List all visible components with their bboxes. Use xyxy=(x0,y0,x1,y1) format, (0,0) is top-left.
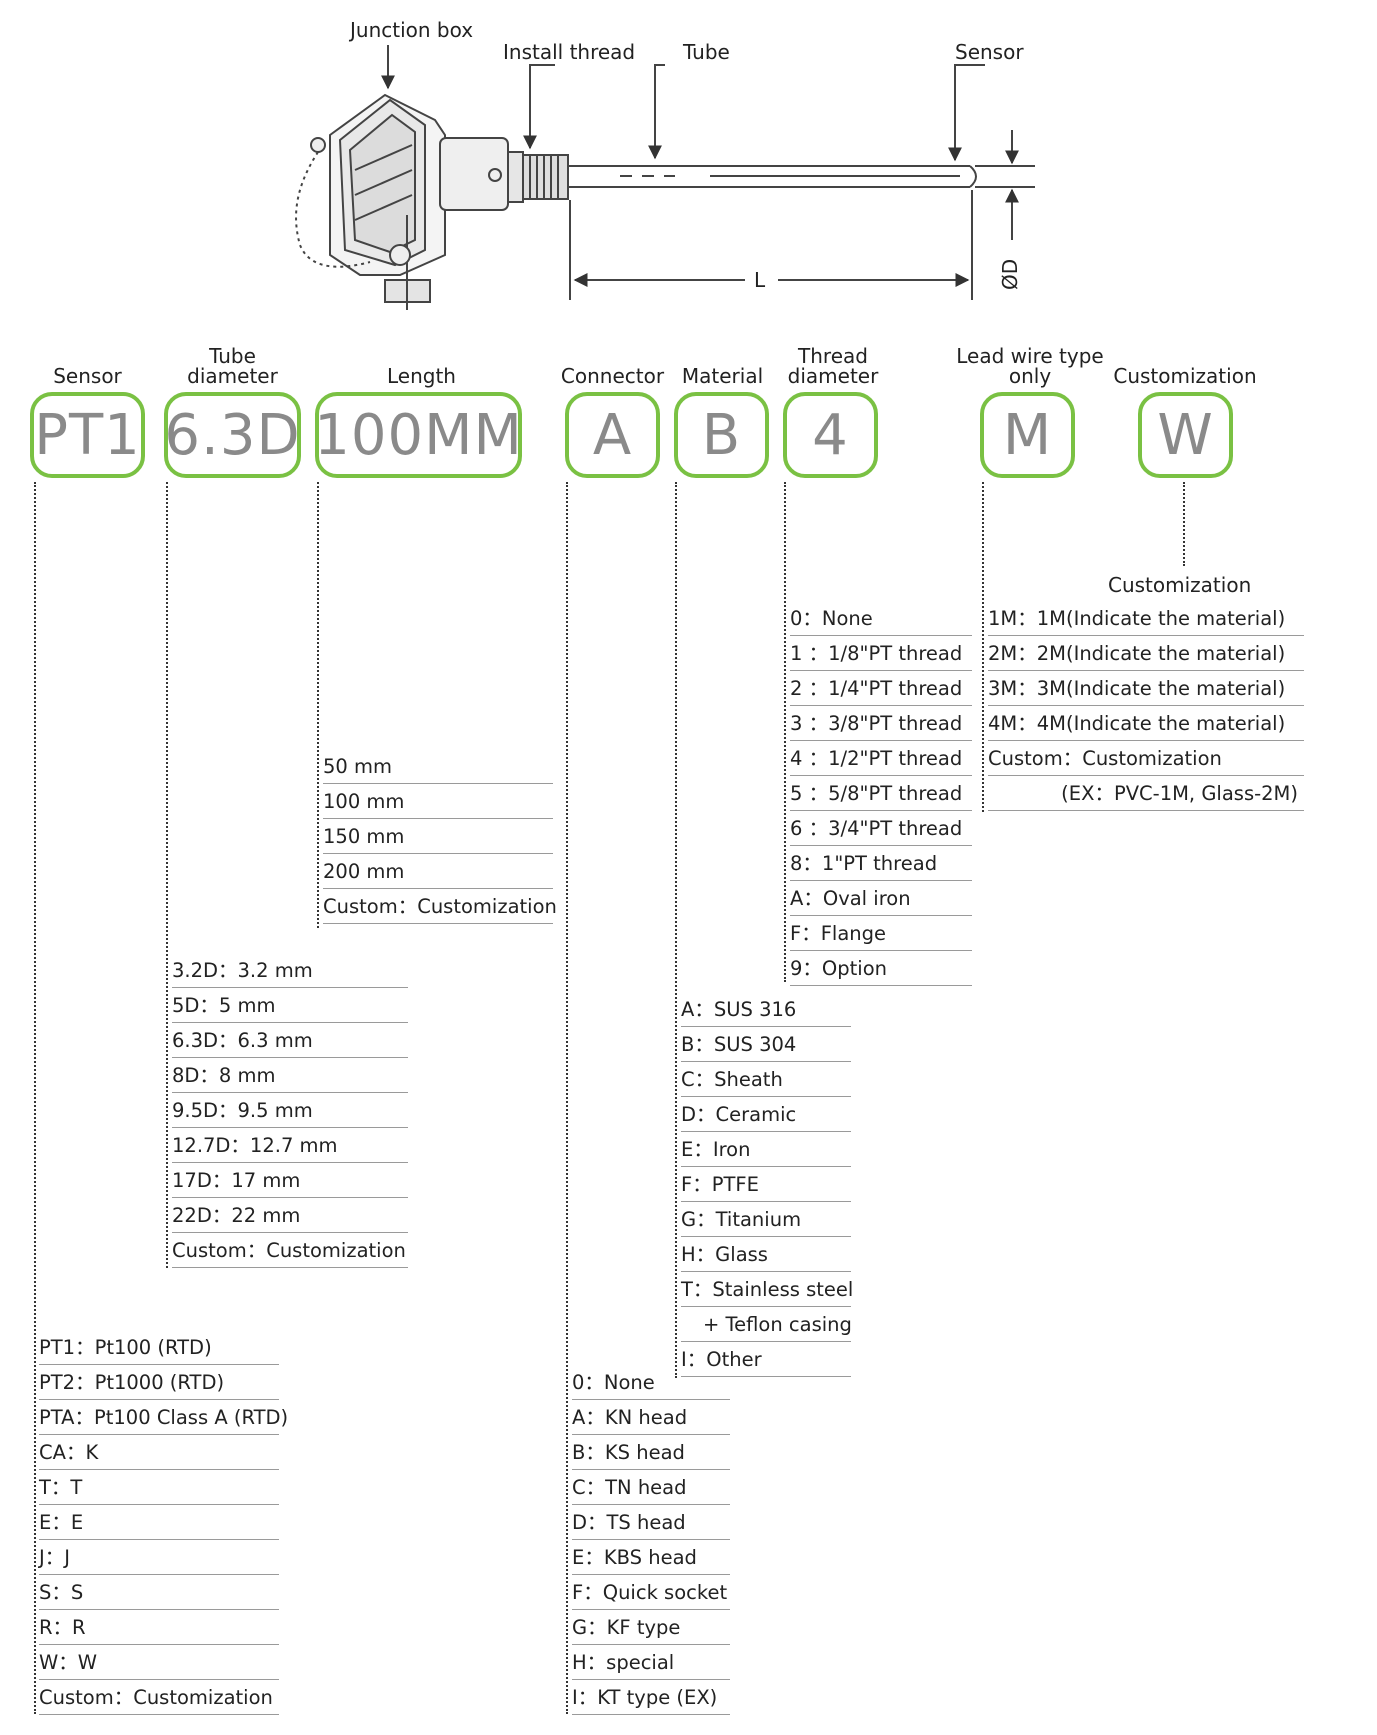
list-item: 1 ：1/8"PT thread xyxy=(790,636,972,671)
list-item: 8D：8 mm xyxy=(172,1058,408,1093)
list-item: 3.2D：3.2 mm xyxy=(172,953,408,988)
list-item: E：KBS head xyxy=(572,1540,730,1575)
connector-line-length xyxy=(317,482,319,928)
code-box-material: B xyxy=(674,392,769,478)
list-item: D：TS head xyxy=(572,1505,730,1540)
list-item: 6.3D：6.3 mm xyxy=(172,1023,408,1058)
list-item: 0：None xyxy=(790,601,972,636)
list-item: W：W xyxy=(39,1645,279,1680)
list-item: E：E xyxy=(39,1505,279,1540)
list-item: 5D：5 mm xyxy=(172,988,408,1023)
list-item: 17D：17 mm xyxy=(172,1163,408,1198)
list-item: 2M：2M(Indicate the material) xyxy=(988,636,1304,671)
header-length: Length xyxy=(387,364,456,388)
list-item: T：T xyxy=(39,1470,279,1505)
thermocouple-drawing xyxy=(295,45,1035,310)
label-diameter-dimension: ØD xyxy=(998,258,1022,290)
label-length-dimension: L xyxy=(754,268,766,292)
list-item: 22D：22 mm xyxy=(172,1198,408,1233)
list-item: 6 ：3/4"PT thread xyxy=(790,811,972,846)
list-item: 8：1"PT thread xyxy=(790,846,972,881)
connector-line-lead xyxy=(982,482,984,812)
list-item: PT2：Pt1000 (RTD) xyxy=(39,1365,279,1400)
tube-shape xyxy=(568,165,977,188)
list-item: Custom：Customization xyxy=(988,741,1304,776)
connector-line-thread xyxy=(784,482,786,982)
list-item: H：special xyxy=(572,1645,730,1680)
customization-title: Customization xyxy=(1108,573,1252,597)
header-lead-wire: Lead wire type only xyxy=(956,344,1104,388)
header-tube-diameter: Tube diameter xyxy=(187,344,278,388)
list-item: 4 ：1/2"PT thread xyxy=(790,741,972,776)
header-material: Material xyxy=(681,364,764,388)
connector-line-connector xyxy=(566,482,568,1714)
list-item: C：Sheath xyxy=(681,1062,851,1097)
code-box-customization: W xyxy=(1138,392,1233,478)
list-item: I：Other xyxy=(681,1342,851,1377)
label-install-thread: Install thread xyxy=(503,40,636,64)
list-item: F：Flange xyxy=(790,916,972,951)
list-item: 9.5D：9.5 mm xyxy=(172,1093,408,1128)
list-item: PTA：Pt100 Class A (RTD) xyxy=(39,1400,288,1435)
list-item: E：Iron xyxy=(681,1132,851,1167)
list-item: H：Glass xyxy=(681,1237,851,1272)
list-item: 100 mm xyxy=(323,784,553,819)
list-item: B：SUS 304 xyxy=(681,1027,851,1062)
list-item: C：TN head xyxy=(572,1470,730,1505)
list-item: 5 ：5/8"PT thread xyxy=(790,776,972,811)
connector-line-sensor xyxy=(34,482,36,1714)
list-item: 50 mm xyxy=(323,749,553,784)
list-item: B：KS head xyxy=(572,1435,730,1470)
code-box-tube-diameter: 6.3D xyxy=(164,392,301,478)
code-box-thread-diameter: 4 xyxy=(783,392,878,478)
list-item: 3 ：3/8"PT thread xyxy=(790,706,972,741)
list-item: Custom：Customization xyxy=(172,1233,408,1268)
list-item: A：KN head xyxy=(572,1400,730,1435)
connector-line-customization xyxy=(1183,482,1185,566)
list-item: G：Titanium xyxy=(681,1202,851,1237)
list-item: F：PTFE xyxy=(681,1167,851,1202)
label-junction-box: Junction box xyxy=(350,18,474,42)
list-item: A：SUS 316 xyxy=(681,992,851,1027)
header-customization: Customization xyxy=(1113,364,1257,388)
list-item: 150 mm xyxy=(323,819,553,854)
list-item: A：Oval iron xyxy=(790,881,972,916)
code-box-sensor: PT1 xyxy=(30,392,145,478)
list-item: 2 ：1/4"PT thread xyxy=(790,671,972,706)
list-item: G：KF type xyxy=(572,1610,730,1645)
junction-box-shape xyxy=(295,93,569,310)
list-item: 0：None xyxy=(572,1365,730,1400)
label-tube: Tube xyxy=(683,40,730,64)
list-item: I：KT type (EX) xyxy=(572,1680,730,1715)
list-item: F：Quick socket xyxy=(572,1575,730,1610)
list-item: T：Stainless steel xyxy=(681,1272,853,1307)
list-item: 3M：3M(Indicate the material) xyxy=(988,671,1304,706)
code-box-lead-wire: M xyxy=(980,392,1075,478)
header-connector: Connector xyxy=(560,364,665,388)
list-item: J：J xyxy=(39,1540,279,1575)
header-sensor: Sensor xyxy=(53,364,122,388)
list-item: (EX：PVC-1M, Glass-2M) xyxy=(988,776,1304,811)
code-box-length: 100MM xyxy=(314,392,522,478)
list-item: 200 mm xyxy=(323,854,553,889)
list-item: + Teflon casing xyxy=(681,1307,852,1342)
list-item: PT1：Pt100 (RTD) xyxy=(39,1330,279,1365)
code-box-connector: A xyxy=(565,392,660,478)
list-item: 9：Option xyxy=(790,951,972,986)
header-thread-diameter: Thread diameter xyxy=(787,344,879,388)
list-item: Custom：Customization xyxy=(323,889,557,924)
list-item: 12.7D：12.7 mm xyxy=(172,1128,408,1163)
list-item: S：S xyxy=(39,1575,279,1610)
list-item: Custom：Customization xyxy=(39,1680,279,1715)
list-item: 1M：1M(Indicate the material) xyxy=(988,601,1304,636)
list-item: 4M：4M(Indicate the material) xyxy=(988,706,1304,741)
list-item: D：Ceramic xyxy=(681,1097,851,1132)
list-item: CA：K xyxy=(39,1435,279,1470)
connector-line-tube xyxy=(166,482,168,1268)
list-item: R：R xyxy=(39,1610,279,1645)
connector-line-material xyxy=(675,482,677,1378)
label-sensor: Sensor xyxy=(955,40,1024,64)
